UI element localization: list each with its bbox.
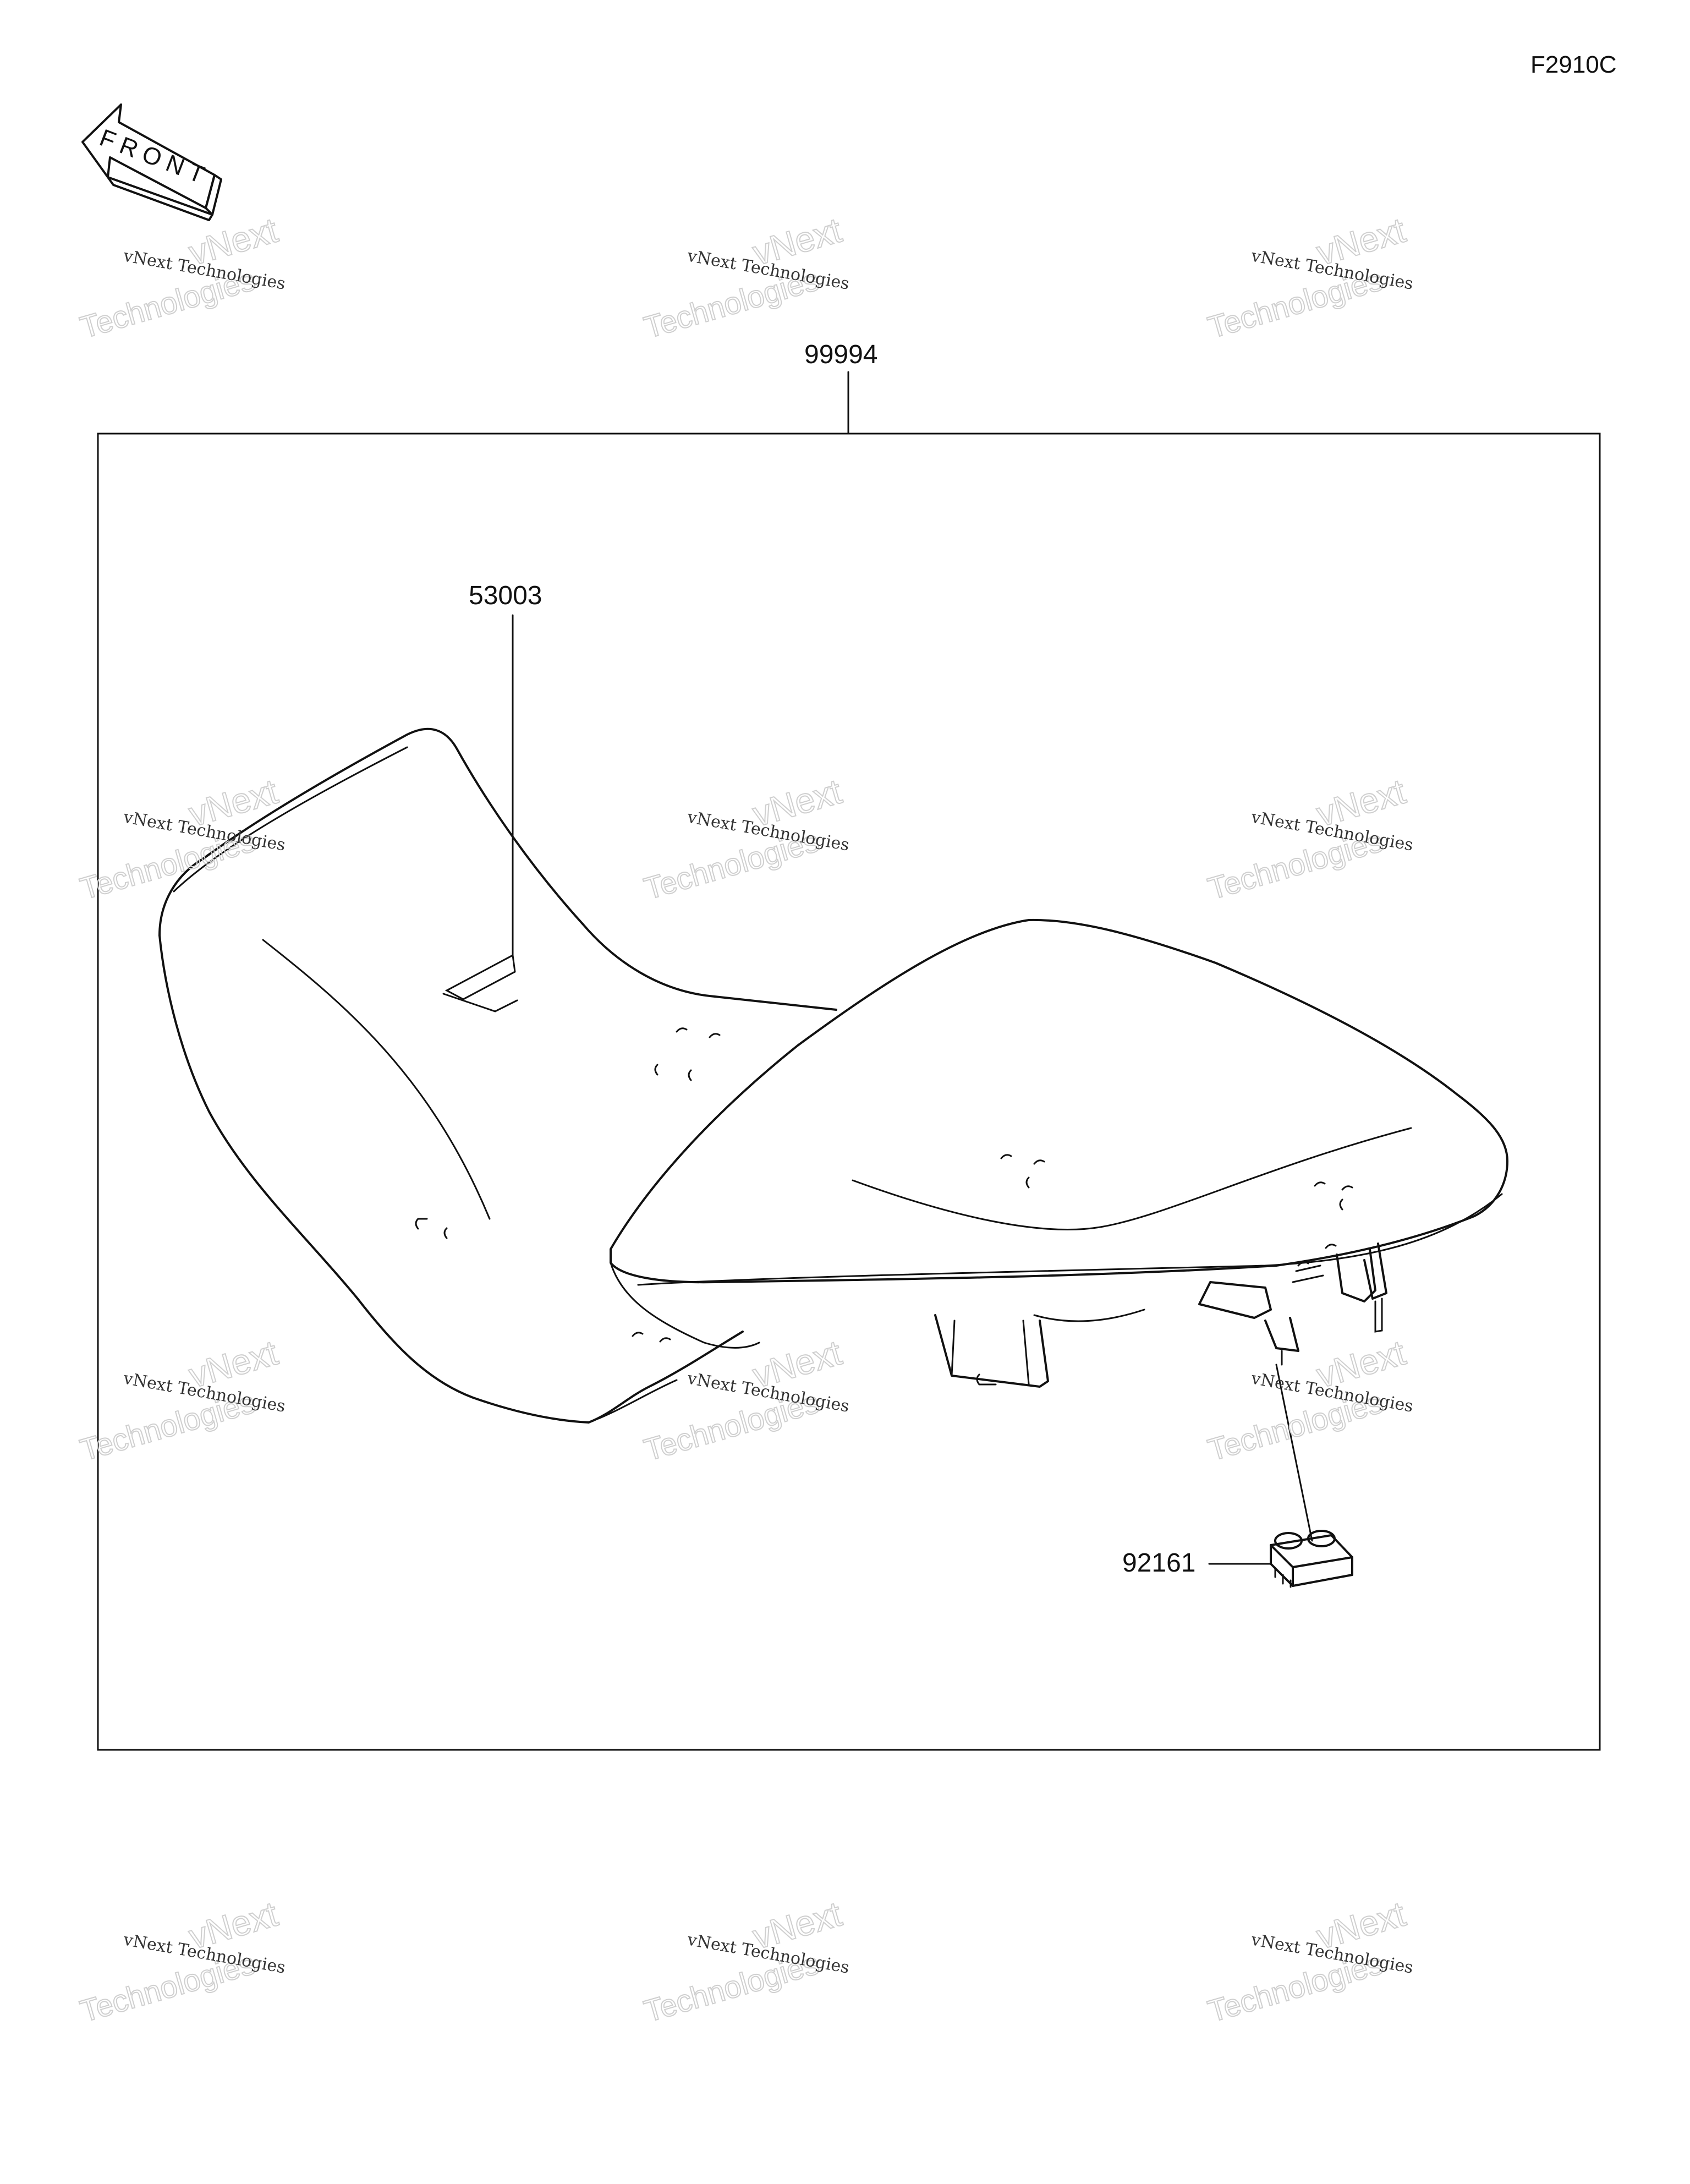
leader-line-92161 (1275, 1364, 1313, 1542)
part-label-92161: 92161 (1122, 1548, 1195, 1578)
part-label-53003: 53003 (469, 581, 542, 610)
figure-code: F2910C (1530, 51, 1617, 78)
bracket-part-icon (1270, 1530, 1353, 1588)
seat-illustration (158, 727, 1508, 1424)
part-label-99994: 99994 (804, 340, 877, 369)
front-arrow-icon: FRONT (81, 103, 222, 221)
assembly-frame (97, 433, 1601, 1751)
